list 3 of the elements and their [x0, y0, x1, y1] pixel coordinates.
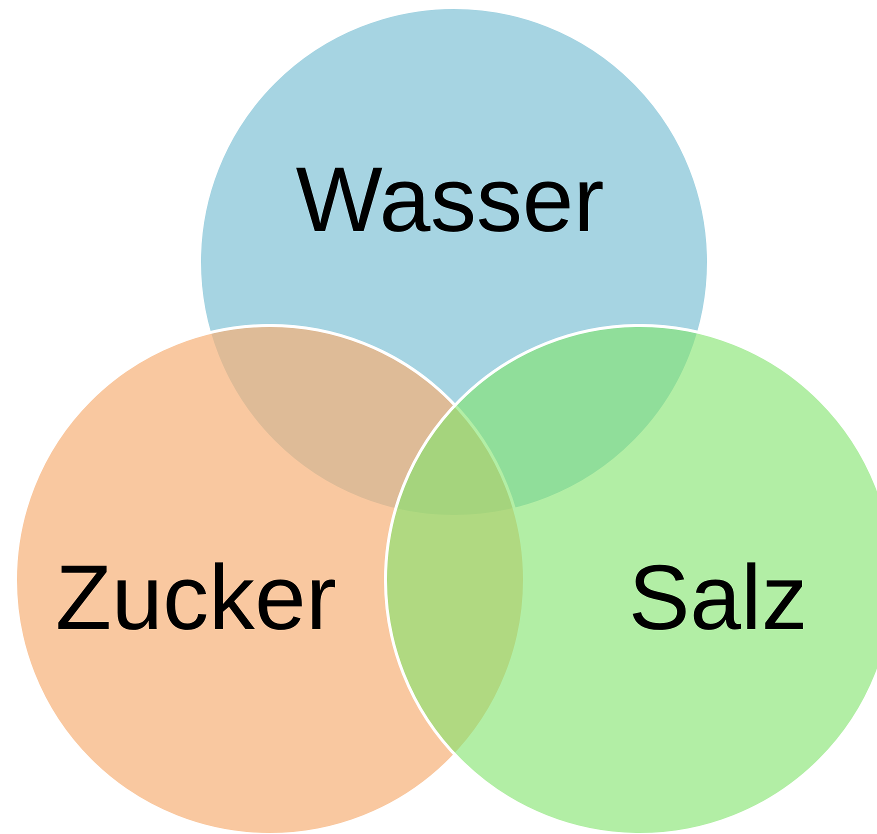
circle-label: Wasser	[296, 154, 604, 246]
circle-label: Zucker	[55, 552, 337, 644]
circle-label: Salz	[628, 552, 808, 644]
